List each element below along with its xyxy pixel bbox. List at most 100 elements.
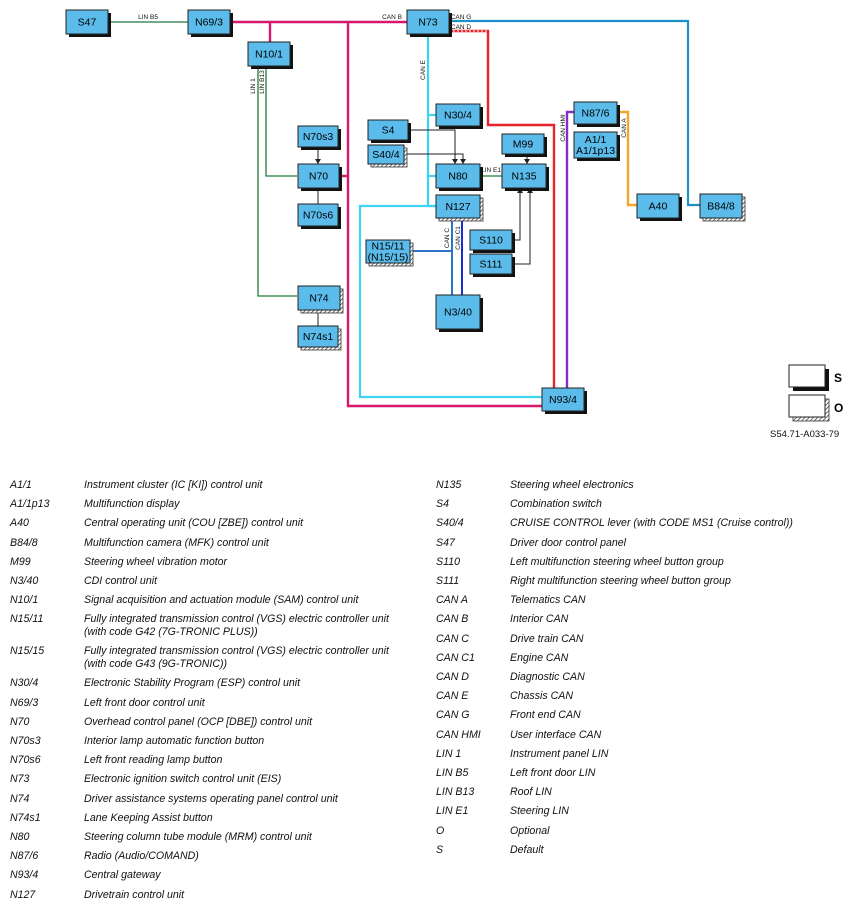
unit-b84-8: B84/8 [699,193,746,222]
arrowhead [452,159,458,164]
bus-label-can-d: CAN D [451,24,472,31]
legend-code: N30/4 [10,677,39,690]
legend-description: Steering wheel electronics [510,479,634,491]
can-e-line [426,34,436,208]
legend-code: S110 [436,555,460,568]
legend-code: A1/1p13 [10,498,50,511]
legend-description: Central operating unit (COU [ZBE]) contr… [84,517,304,530]
legend-description: Electronic ignition switch control unit … [84,773,282,786]
can-g-line [449,19,700,207]
legend-description: Instrument cluster (IC [KI]) control uni… [84,479,263,491]
legend-description: Left front door control unit [84,696,205,709]
wire-s111 [514,188,531,265]
legend-description: Left front reading lamp button [84,754,223,767]
legend-code: N87/6 [10,850,39,863]
legend-code: B84/8 [10,536,38,549]
legend-description: Telematics CAN [510,594,586,607]
legend-description: Driver door control panel [510,536,626,549]
arrowhead [460,159,466,164]
unit-label: N87/6 [581,108,609,120]
legend-description: Fully integrated transmission control (V… [84,613,389,638]
unit-n69-3: N69/3 [187,9,233,37]
legend-description: Drive train CAN [510,632,584,645]
legend-code: CAN G [436,709,470,722]
legend-description: Default [510,843,544,856]
legend-code: CAN C1 [436,651,475,664]
legend-code: CAN A [436,594,468,607]
unit-label: N135 [511,171,536,183]
legend-description: Front end CAN [510,709,581,722]
unit-n15: N15/11(N15/15) [365,239,414,267]
legend-description: Lane Keeping Assist button [84,811,213,824]
key-standard-label: S [834,371,842,385]
unit-n10-1: N10/1 [247,41,293,69]
legend-code: A1/1 [10,479,32,491]
legend-code: N15/15 [10,645,45,658]
bus-label-lin-e1: LIN E1 [481,167,501,174]
legend-description: Left multifunction steering wheel button… [510,555,724,568]
legend-description: Optional [510,824,550,837]
unit-n70s6: N70s6 [297,203,341,229]
legend-code: A40 [10,517,29,530]
legend-code: CAN C [436,632,469,645]
legend-description: CRUISE CONTROL lever (with CODE MS1 (Cru… [510,517,793,530]
legend-description: Multifunction display [84,498,180,511]
legend-description: Right multifunction steering wheel butto… [510,575,731,587]
unit-label: S111 [480,259,503,271]
legend-description: Diagnostic CAN [510,671,585,683]
legend-code: LIN E1 [436,805,469,818]
unit-n70: N70 [297,163,342,191]
legend-code: LIN B5 [436,767,469,779]
legend-code: LIN 1 [436,747,462,760]
reference-code: S54.71-A033-79 [770,429,839,440]
unit-label: (N15/15) [368,251,409,263]
legend-description: Fully integrated transmission control (V… [84,645,389,670]
legend-description: Drivetrain control unit [84,888,185,901]
wire-s110 [514,188,521,241]
unit-label: N69/3 [195,17,223,29]
legend-code: N70s6 [10,754,41,767]
unit-label: S47 [78,17,97,29]
lin-b13-line [265,66,297,177]
unit-label: N30/4 [444,110,472,122]
unit-s111: S111 [469,253,515,277]
legend-description: Interior lamp automatic function button [84,735,265,747]
unit-label: N70s3 [303,131,334,143]
arrowhead [315,159,321,164]
legend-description: Roof LIN [510,786,552,799]
unit-label: A1/1 [585,134,607,146]
legend-description: Overhead control panel (OCP [DBE]) contr… [84,715,313,728]
unit-label: N93/4 [549,394,577,406]
legend-description: Driver assistance systems operating pane… [84,792,338,805]
unit-label: S40/4 [372,149,400,161]
legend-code: LIN B13 [436,786,475,799]
legend-description: Interior CAN [510,613,569,626]
unit-n70s3: N70s3 [297,125,341,150]
legend-code: N3/40 [10,575,39,587]
legend-code: N74 [10,792,30,805]
unit-label: N74 [309,293,328,305]
unit-a40: A40 [636,193,682,221]
unit-label: B84/8 [707,201,735,213]
unit-label: A40 [649,201,668,213]
legend-description: CDI control unit [84,575,158,587]
legend-code: N10/1 [10,594,39,607]
bus-label-can-b: CAN B [382,14,402,21]
can-c-line [410,250,453,295]
legend-description: User interface CAN [510,728,602,741]
legend-code: S40/4 [436,517,464,530]
legend-description: Steering LIN [510,805,569,818]
unit-label: N74s1 [303,331,334,343]
legend-code: N15/11 [10,613,44,626]
unit-n87-6: N87/6 [573,101,620,127]
bus-label-lin-b5: LIN B5 [138,14,158,21]
can-a-line [617,110,637,207]
legend-description: Electronic Stability Program (ESP) contr… [84,677,301,690]
legend-code: O [436,824,445,837]
legend-code: S [436,843,444,856]
unit-n74: N74 [297,285,344,314]
arrowhead [524,159,530,164]
bus-label-can-c: CAN C [444,228,451,249]
can-e-line [358,204,542,399]
unit-n3-40: N3/40 [435,294,483,332]
